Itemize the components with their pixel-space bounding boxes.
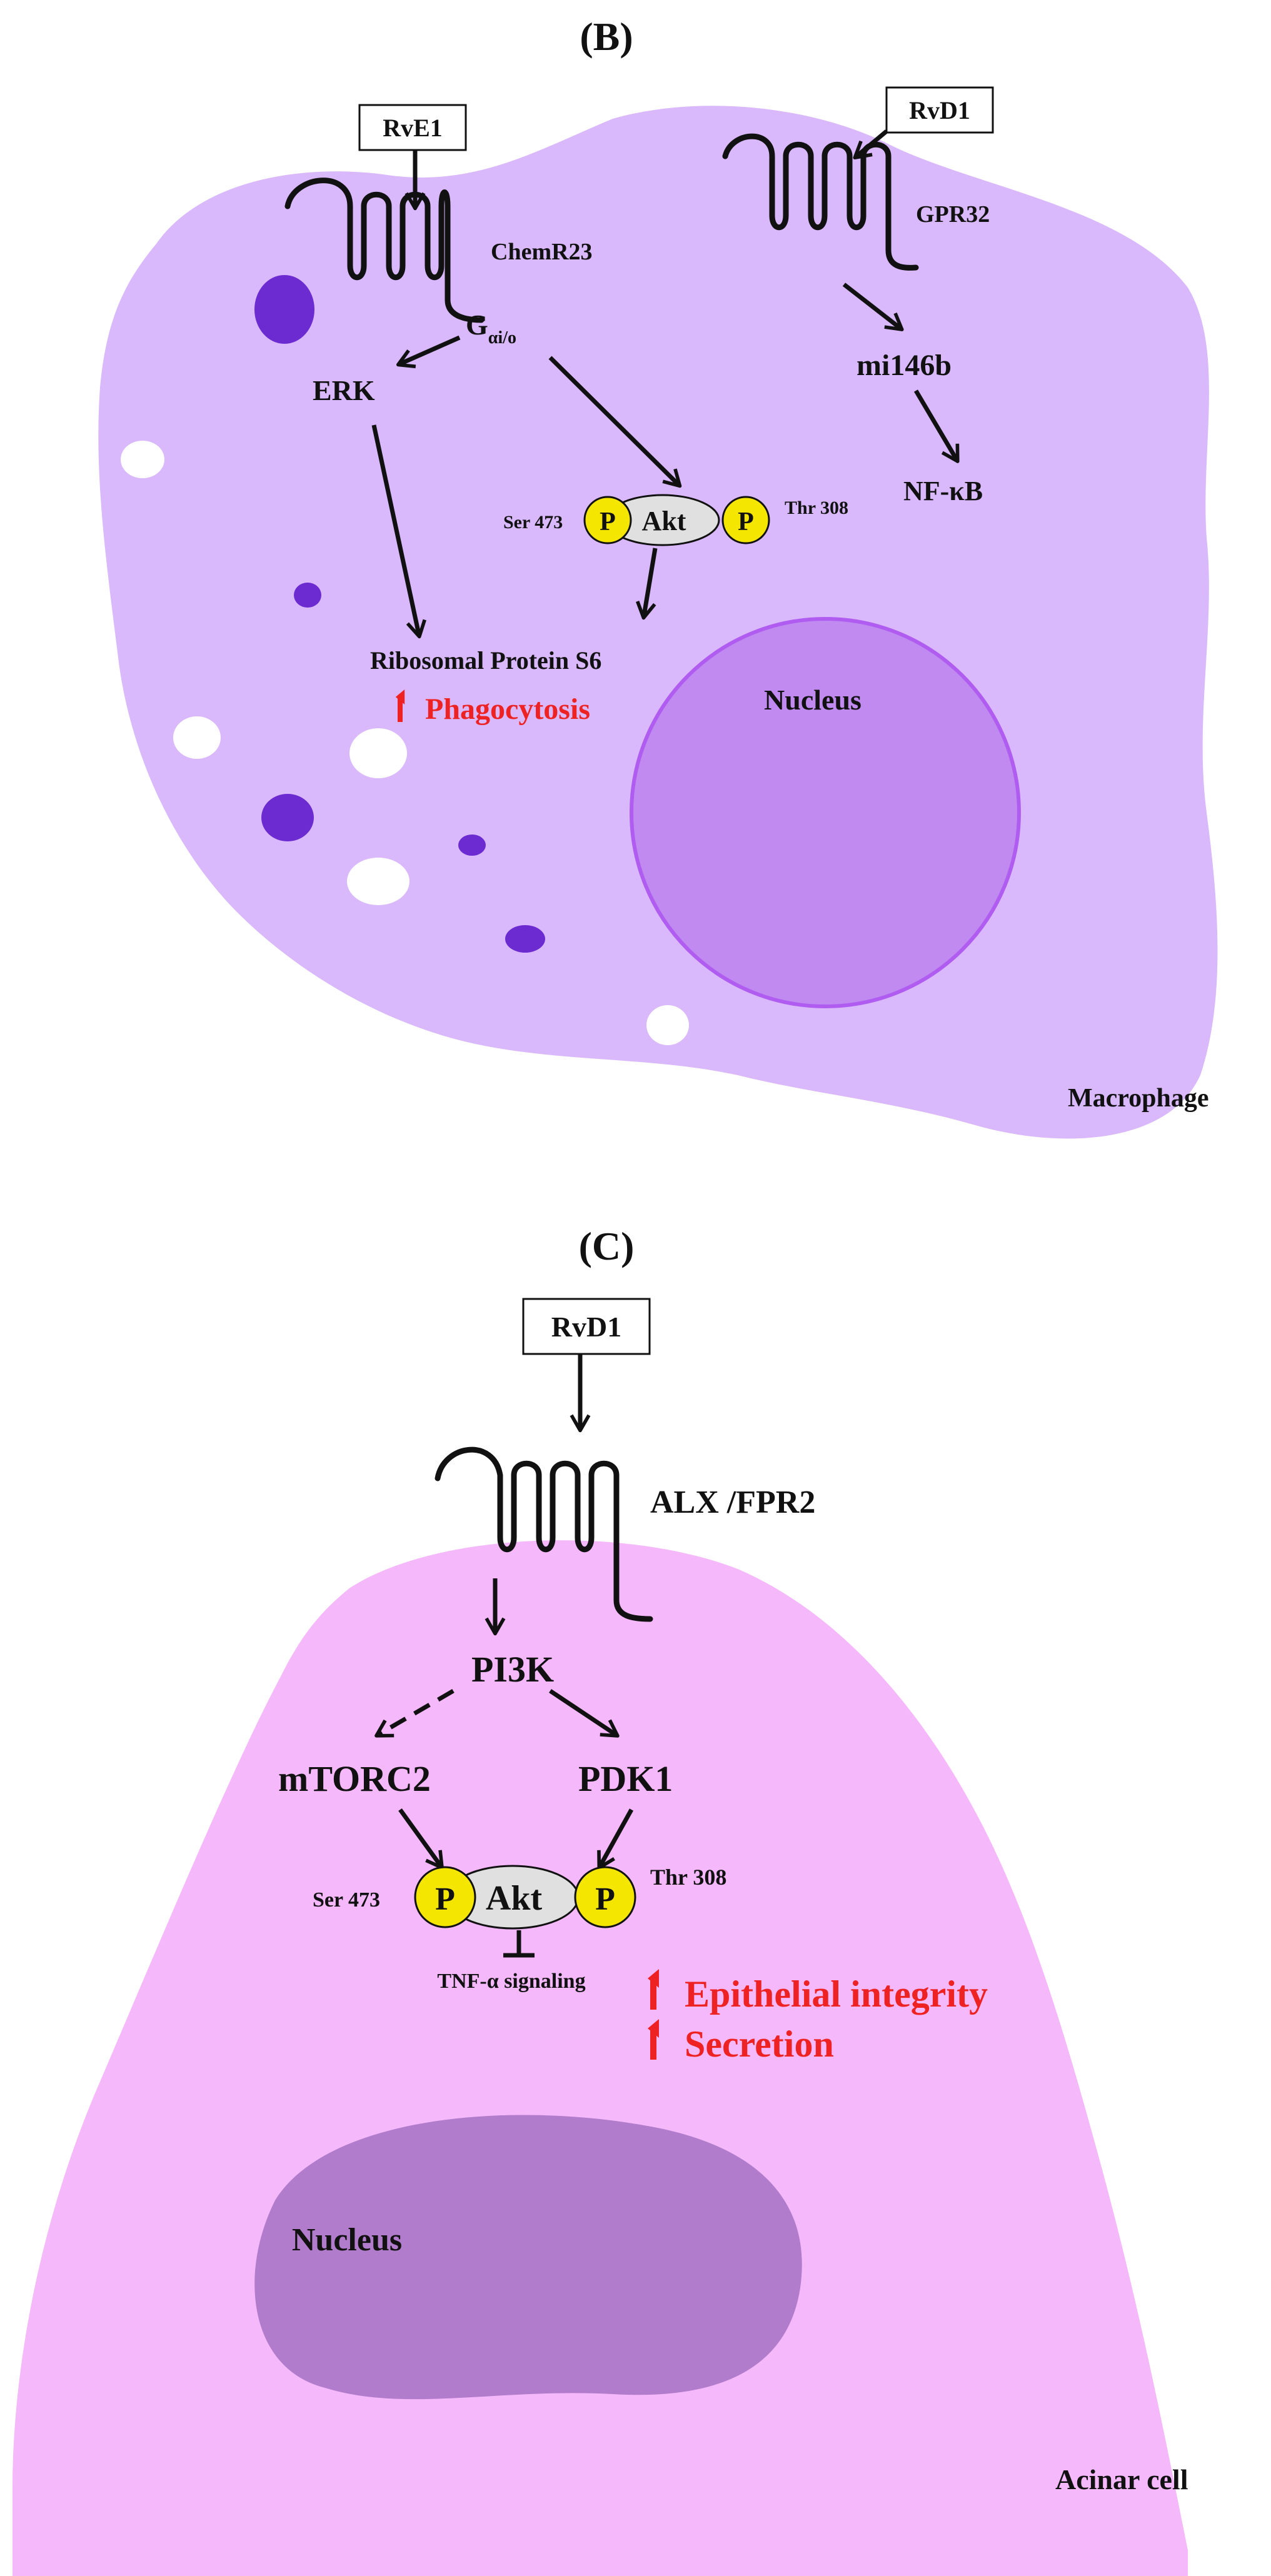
phospho-ser-label-c: P — [435, 1882, 455, 1917]
ser473-label-c: Ser 473 — [313, 1888, 380, 1912]
mtorc2-to-ser-arrow — [398, 1808, 444, 1870]
mirna-to-nfkb-arrow — [913, 389, 960, 463]
alx-fpr2-label: ALX /FPR2 — [650, 1485, 815, 1520]
rve1-box — [358, 104, 467, 151]
g-to-akt-arrow — [548, 356, 682, 488]
ribosomal-protein-s6-label: Ribosomal Protein S6 — [370, 646, 601, 674]
rvd1-label-c: RvD1 — [551, 1311, 621, 1343]
tnf-signaling-label: TNF-α signaling — [437, 1970, 585, 1993]
acinar-cell-body — [13, 1540, 1188, 2576]
pdk1-to-thr-arrow — [597, 1808, 634, 1870]
phospho-thr-b — [721, 496, 770, 544]
rvd1-box-c — [522, 1298, 651, 1355]
phospho-thr-label-c: P — [595, 1882, 615, 1917]
akt-complex-c: Ser 473 P Akt P Thr 308 — [313, 1865, 726, 1930]
gpr32-to-mirna-arrow — [842, 283, 904, 331]
pdk1-label: PDK1 — [578, 1758, 673, 1799]
pi3k-to-pdk1-arrow — [549, 1689, 620, 1738]
g-to-erk-arrow — [396, 335, 461, 369]
panel-b: (B) Nucleus RvE1 ChemR23 Gαi/o — [98, 14, 1218, 1139]
phospho-thr-label-b: P — [738, 508, 754, 536]
phospho-ser-label-b: P — [600, 508, 616, 536]
rvd1-box-b — [885, 86, 994, 134]
acinar-cell-label: Acinar cell — [1055, 2463, 1188, 2495]
mtorc2-label: mTORC2 — [278, 1758, 431, 1799]
gpr32-receptor — [722, 133, 919, 271]
thr308-label-c: Thr 308 — [650, 1865, 726, 1890]
nfkb-label: NF-κB — [903, 476, 983, 506]
secretion-label: Secretion — [685, 2023, 834, 2065]
macrophage-cell-body — [98, 106, 1218, 1139]
vesicles — [121, 275, 689, 1045]
macrophage-label: Macrophage — [1068, 1084, 1209, 1113]
akt-label-b: Akt — [642, 506, 686, 536]
rvd1-label-b: RvD1 — [909, 96, 970, 124]
pi3k-label: PI3K — [471, 1649, 554, 1690]
acinar-nucleus — [254, 2115, 802, 2400]
panel-b-label: (B) — [580, 14, 633, 59]
akt-to-s6-arrow — [636, 548, 658, 620]
acinar-nucleus-label: Nucleus — [292, 2222, 402, 2258]
erk-label: ERK — [313, 374, 375, 406]
panel-c-label: (C) — [579, 1224, 635, 1268]
akt-complex-b: Ser 473 P Akt P Thr 308 — [503, 494, 848, 546]
phagocytosis-label: Phagocytosis — [425, 693, 590, 726]
mi146b-label: mi146b — [857, 349, 952, 382]
chemr23-receptor — [284, 178, 485, 323]
alx-fpr2-receptor — [435, 1446, 653, 1622]
rve1-label: RvE1 — [383, 114, 443, 142]
pi3k-to-mtorc2-arrow — [374, 1688, 455, 1738]
erk-to-s6-arrow — [371, 424, 426, 639]
gpr32-label: GPR32 — [916, 201, 990, 228]
thr308-label-b: Thr 308 — [785, 498, 848, 518]
g-protein-subscript: αi/o — [488, 328, 516, 348]
panel-c: (C) Nucleus RvD1 ALX /FPR2 PI3K mTORC2 P… — [13, 1224, 1188, 2576]
macrophage-nucleus-label: Nucleus — [764, 684, 862, 716]
phospho-ser-c — [414, 1866, 476, 1928]
macrophage-nucleus — [630, 617, 1021, 1008]
phospho-thr-c — [574, 1866, 636, 1928]
epithelial-integrity-label: Epithelial integrity — [685, 1973, 988, 2015]
g-protein-label: Gαi/o — [466, 309, 516, 348]
chemr23-label: ChemR23 — [491, 239, 593, 265]
phospho-ser-b — [583, 496, 632, 544]
akt-label-c: Akt — [486, 1879, 543, 1918]
ser473-label-b: Ser 473 — [503, 512, 563, 533]
akt-inhibits-tnf — [503, 1930, 535, 1958]
